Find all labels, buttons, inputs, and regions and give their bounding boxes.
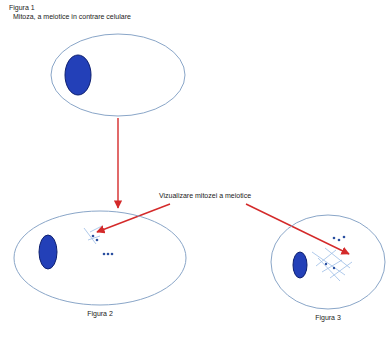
cell-membrane	[14, 211, 186, 305]
nucleus	[39, 235, 57, 269]
arrow-connector	[117, 118, 118, 208]
cell: Figura 1Mitoza, a meiotice in contrare c…	[8, 4, 193, 116]
nucleus	[65, 55, 91, 95]
nucleus	[293, 252, 307, 278]
figure-caption: Mitoza, a meiotice in contrare celulare	[12, 13, 132, 21]
cell: Figura 3	[268, 214, 386, 334]
leader-arrows	[97, 204, 349, 254]
cell-membrane	[271, 215, 385, 309]
chromosome-dots	[92, 235, 346, 269]
cell-membrane	[51, 34, 185, 116]
figure-label: Figura 2	[86, 310, 114, 318]
spindle-fibres	[84, 226, 352, 281]
annotation-label: Vizualizare mitozei a meiotice	[157, 192, 253, 200]
cell: Figura 2	[12, 210, 190, 330]
figure-label: Figura 3	[314, 314, 342, 322]
figure-label: Figura 1	[8, 4, 36, 12]
